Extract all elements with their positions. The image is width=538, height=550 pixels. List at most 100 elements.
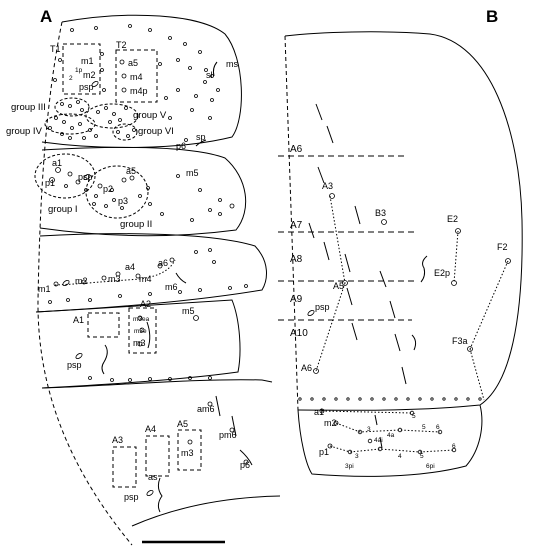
group-iv-label: group IV — [6, 126, 43, 137]
seta-m2-t1: m2 — [83, 70, 96, 80]
seta-b-f3a: F3a — [452, 336, 468, 346]
seta-socket — [104, 106, 108, 110]
seta-socket — [128, 24, 132, 28]
seta-b-6a: 6 — [436, 424, 440, 431]
seta-socket — [126, 134, 130, 138]
seta-socket — [176, 58, 180, 62]
seta-a6-s3: a6 — [158, 258, 168, 268]
group-iv-outline — [44, 113, 96, 135]
seta-socket — [208, 376, 212, 380]
segment-a8-label: A8 — [290, 254, 303, 265]
seta-p6-bristle — [239, 449, 253, 466]
b-link-f3a-lower — [469, 348, 485, 401]
seta-socket — [178, 290, 182, 294]
seta-socket — [370, 397, 374, 401]
seta-dots — [48, 24, 511, 496]
group-i-outline — [34, 153, 96, 199]
b-midline — [284, 35, 299, 411]
group-vi-label: group VI — [138, 126, 174, 137]
seta-b-a3: A3 — [322, 181, 333, 191]
group-v-label: group V — [133, 110, 167, 121]
seta-m1-s3: m1 — [38, 284, 51, 294]
seta-socket — [118, 294, 122, 298]
segment-a7-label: A7 — [290, 220, 303, 231]
seta-socket — [112, 112, 116, 116]
seta-socket — [207, 401, 213, 407]
box-t1 — [62, 43, 101, 95]
b-row-m2 — [335, 422, 441, 433]
a-segment-5-bottom — [131, 495, 281, 527]
seta-socket — [67, 171, 73, 177]
seta-socket — [54, 116, 58, 120]
seta-socket — [451, 280, 457, 286]
seta-m2-s3: m2 — [75, 276, 88, 286]
seta-socket — [333, 420, 339, 426]
seta-socket — [82, 136, 86, 140]
seta-socket — [229, 427, 235, 433]
seta-socket — [62, 120, 66, 124]
seta-a5-s2: a5 — [126, 166, 136, 176]
spiracle-marker — [307, 310, 315, 316]
seta-socket — [198, 288, 202, 292]
seta-socket — [112, 198, 116, 202]
seta-sl: sl — [206, 70, 213, 80]
seta-b-m2: m2 — [324, 418, 337, 428]
seta-p6: p6 — [176, 141, 186, 151]
seta-socket — [64, 184, 68, 188]
seta-socket — [442, 397, 446, 401]
a-seta-row-m — [54, 259, 176, 286]
seta-socket — [49, 177, 55, 183]
seta-socket — [203, 80, 207, 84]
seta-socket — [60, 132, 64, 136]
seta-b-a6: A6 — [301, 363, 312, 373]
seta-b-5b: 5 — [422, 424, 426, 431]
seta-socket — [120, 206, 124, 210]
seta-m5-s4: m5 — [182, 306, 195, 316]
seta-socket — [397, 427, 403, 433]
panel-b-label: B — [486, 7, 498, 26]
box-a3-label: A3 — [112, 435, 123, 445]
seta-socket — [198, 188, 202, 192]
spiracle-marker — [62, 280, 70, 286]
seta-socket — [187, 439, 193, 445]
seta-b-a1: a1 — [314, 407, 324, 417]
seta-socket — [58, 58, 62, 62]
seta-2-t1: 2 — [69, 75, 73, 82]
seta-socket — [454, 397, 458, 401]
seta-psp-s5: psp — [124, 492, 139, 502]
b-row-a1 — [321, 410, 413, 414]
seta-socket — [329, 193, 335, 199]
seta-socket — [505, 258, 511, 264]
b-seta-wavy-1 — [420, 255, 428, 283]
seta-socket — [327, 443, 333, 449]
seta-socket — [102, 88, 106, 92]
seta-socket — [96, 110, 100, 114]
seta-socket — [148, 202, 152, 206]
box-a5-label: A5 — [177, 419, 188, 429]
seta-b-p1: p1 — [319, 447, 329, 457]
seta-m4-s3: m4 — [139, 274, 152, 284]
spiracle-marker — [83, 174, 91, 180]
seta-socket — [110, 188, 114, 192]
a-midline — [37, 21, 133, 546]
panel-a-label: A — [40, 7, 52, 26]
seta-b-5c: 5 — [420, 453, 424, 460]
seta-socket — [157, 263, 163, 269]
seta-socket — [53, 281, 59, 287]
seta-socket — [417, 449, 423, 455]
seta-psp-t1: psp — [79, 82, 94, 92]
seta-socket — [115, 271, 121, 277]
seta-socket — [193, 315, 199, 321]
seta-socket — [88, 128, 92, 132]
seta-a4-s3: a4 — [125, 262, 135, 272]
seta-b-5a: 5 — [412, 413, 416, 420]
seta-b-3b: 3 — [355, 453, 359, 460]
panel-a-labels: T1 T2 m1 1p 2 m2 psp a5 m4 m4p ms sl sp … — [6, 40, 250, 502]
seta-socket — [68, 136, 72, 140]
seta-p6-s5: p6 — [240, 460, 250, 470]
seta-socket — [128, 378, 132, 382]
seta-socket — [194, 250, 198, 254]
seta-socket — [168, 36, 172, 40]
seta-socket — [198, 50, 202, 54]
seta-pm6: pm6 — [219, 430, 237, 440]
